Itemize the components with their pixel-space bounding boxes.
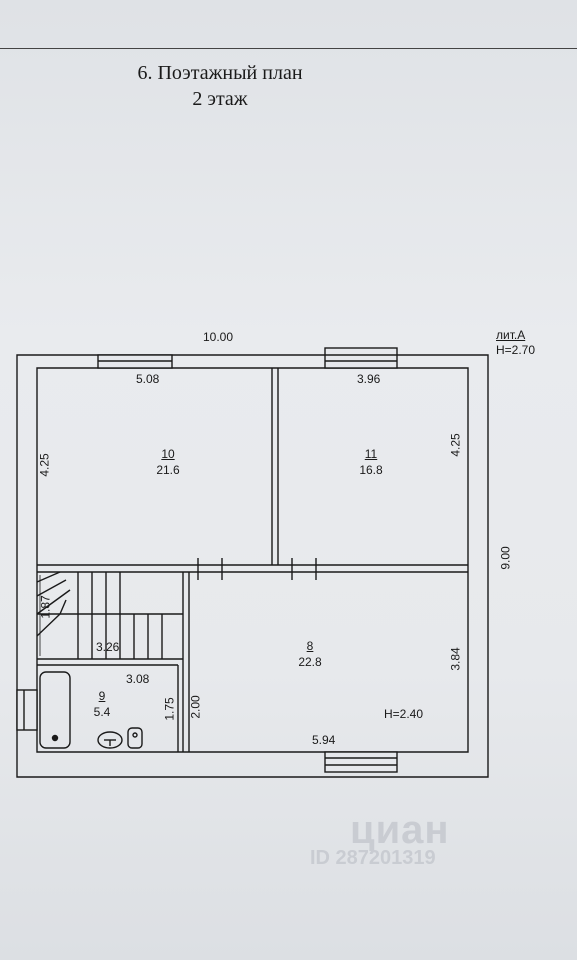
- hall-ceiling-height: H=2.40: [384, 707, 424, 721]
- room-11-area: 16.8: [359, 463, 383, 477]
- room-9-area: 5.4: [93, 705, 111, 719]
- lit-height: H=2.70: [496, 343, 536, 357]
- window-room11: [324, 347, 398, 369]
- lit-legend: лит.А H=2.70: [496, 328, 535, 358]
- dim-stair-length: 3.26: [96, 640, 120, 654]
- room-8-label: 8 22.8: [294, 638, 326, 670]
- dim-right-height: 4.25: [448, 433, 463, 457]
- dim-top-total: 10.00: [203, 330, 234, 344]
- room-9-label: 9 5.4: [86, 688, 118, 720]
- room-11-label: 11 16.8: [355, 446, 387, 478]
- lit-label: лит.А: [496, 328, 526, 342]
- bathtub: [39, 671, 71, 749]
- toilet: [97, 731, 123, 749]
- sheet-top-rule: [0, 48, 577, 49]
- sink: [127, 727, 143, 749]
- window-bath: [16, 689, 38, 731]
- watermark-id: ID 287201319: [310, 847, 436, 869]
- dim-hall-partition: 2.00: [188, 695, 203, 719]
- dim-bath-height: 1.75: [162, 697, 177, 721]
- dim-stair-width: 1.87: [38, 595, 53, 619]
- floor-label: 2 этаж: [192, 88, 248, 110]
- dim-hall-height: 3.84: [448, 647, 463, 671]
- dim-hall-width: 5.94: [312, 733, 336, 747]
- dim-room11-width: 3.96: [357, 372, 381, 386]
- sink-tap: [132, 732, 138, 738]
- window-hall: [324, 751, 398, 773]
- watermark: циан ID 287201319: [310, 808, 450, 870]
- room-9-number: 9: [98, 689, 106, 703]
- dim-right-total: 9.00: [498, 546, 513, 570]
- room-8-number: 8: [306, 639, 314, 653]
- room-10-label: 10 21.6: [152, 446, 184, 478]
- room-10-number: 10: [161, 447, 175, 461]
- dim-bath-width: 3.08: [126, 672, 150, 686]
- stair-steps: [36, 571, 163, 659]
- room-11-number: 11: [364, 447, 378, 461]
- plan-title: 6. Поэтажный план: [137, 62, 303, 84]
- room-10-area: 21.6: [156, 463, 180, 477]
- room-8-area: 22.8: [298, 655, 322, 669]
- bathtub-drain: [51, 734, 59, 742]
- dim-room10-width: 5.08: [136, 372, 160, 386]
- watermark-brand: циан: [350, 808, 450, 852]
- dim-left-height: 4.25: [37, 453, 52, 477]
